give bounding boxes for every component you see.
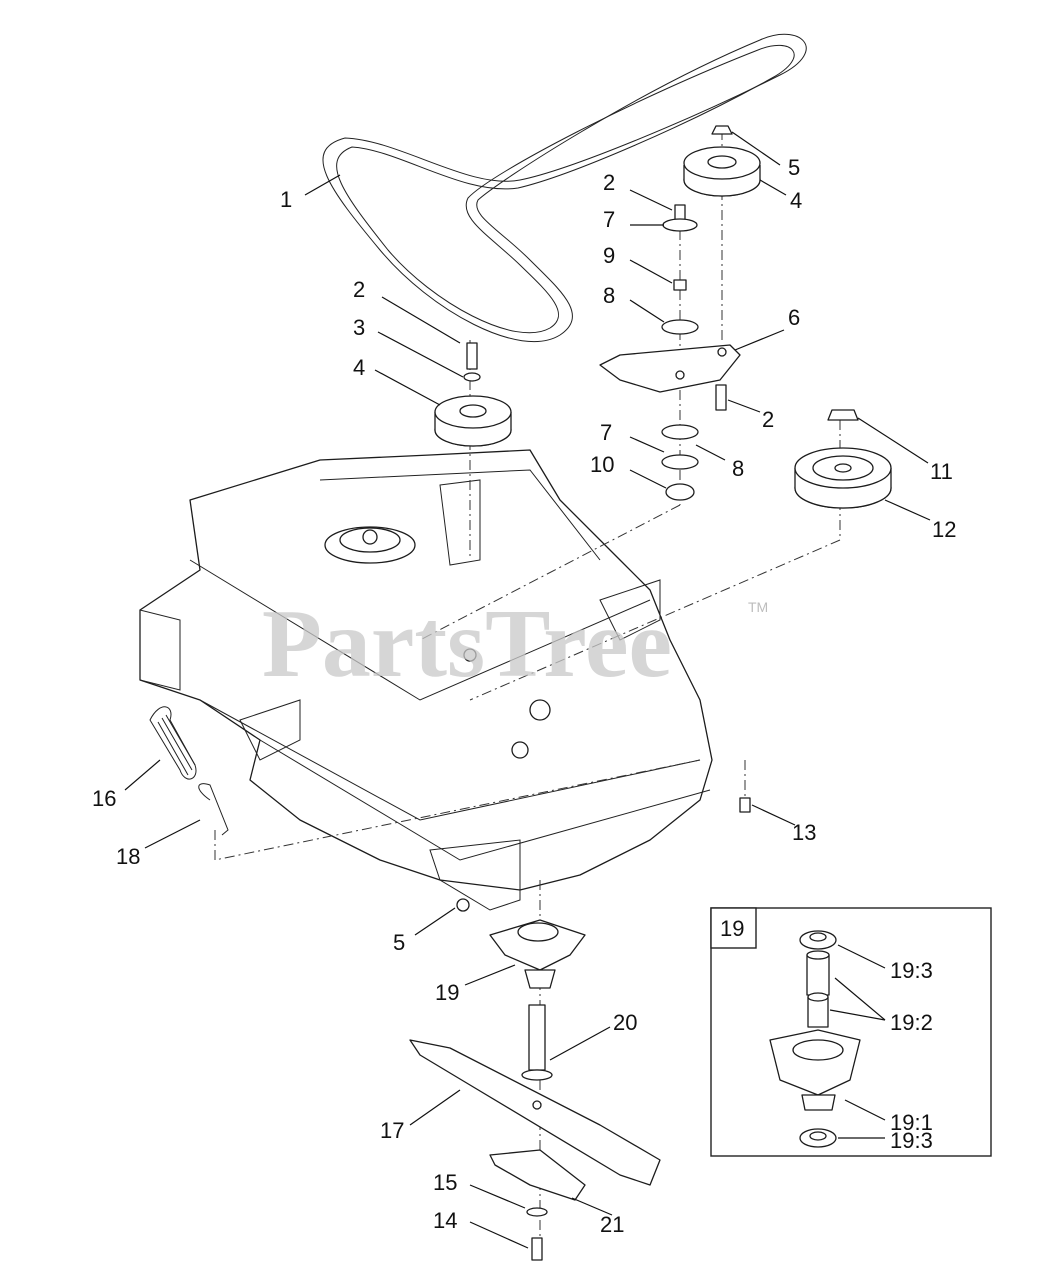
- bolt-washer: [526, 1207, 548, 1261]
- callout-5a: 5: [788, 155, 800, 180]
- callout-15: 15: [433, 1170, 457, 1195]
- callout-10: 10: [590, 452, 614, 477]
- callout-9: 9: [603, 243, 615, 268]
- callout-3: 3: [353, 315, 365, 340]
- watermark-text: PartsTree: [262, 590, 672, 698]
- hairpin-rod: [198, 783, 229, 836]
- callout-20: 20: [613, 1010, 637, 1035]
- callout-11: 11: [930, 459, 953, 484]
- callout-19: 19: [435, 980, 459, 1005]
- callout-2c: 2: [762, 407, 774, 432]
- drive-pulley-right: [794, 409, 892, 509]
- inset-label: 19: [720, 916, 744, 941]
- callout-1: 1: [280, 187, 292, 212]
- leader-lines: [124, 131, 931, 1249]
- callout-17: 17: [380, 1118, 404, 1143]
- callout-14: 14: [433, 1208, 457, 1233]
- watermark: PartsTree TM: [262, 590, 768, 698]
- idler-arm: [599, 344, 741, 393]
- inset-bearing-top: [799, 930, 837, 950]
- idler-pulley-left: [434, 395, 512, 447]
- hardware-stack-left: [463, 342, 481, 382]
- callout-5b: 5: [393, 930, 405, 955]
- inset-bearing-bottom: [799, 1128, 837, 1148]
- spindle-shaft: [521, 1004, 553, 1081]
- inset-callout-19-1: 19:1: [890, 1110, 933, 1135]
- inset-spindle-housing: [769, 1029, 861, 1111]
- blade-plate: [489, 1149, 586, 1201]
- callout-4b: 4: [790, 188, 802, 213]
- drive-belt: [322, 33, 807, 343]
- callout-21: 21: [600, 1212, 624, 1237]
- spring: [149, 706, 197, 780]
- callout-2a: 2: [353, 277, 365, 302]
- callout-7b: 7: [600, 420, 612, 445]
- callout-16: 16: [92, 786, 116, 811]
- mower-blade: [409, 1039, 661, 1186]
- callout-8a: 8: [603, 283, 615, 308]
- watermark-trademark: TM: [748, 599, 768, 615]
- callout-2b: 2: [603, 170, 615, 195]
- callout-4a: 4: [353, 355, 365, 380]
- inset-callout-19-3-bottom: 19:3: [890, 1128, 933, 1153]
- callout-12: 12: [932, 517, 956, 542]
- inset-callout-19-3-top: 19:3: [890, 958, 933, 983]
- spindle-assembly: [456, 898, 586, 989]
- inset-spindle-detail: 19 19:3 19:2 19:1 19:3: [710, 907, 992, 1157]
- callout-18: 18: [116, 844, 140, 869]
- inset-callout-19-2: 19:2: [890, 1010, 933, 1035]
- callout-7a: 7: [603, 207, 615, 232]
- callout-8b: 8: [732, 456, 744, 481]
- deck-bolt: [739, 797, 751, 813]
- mower-deck: [139, 449, 713, 911]
- callout-13: 13: [792, 820, 816, 845]
- idler-pulley-upper: [683, 125, 761, 197]
- hardware-stack-center: [661, 204, 727, 501]
- callout-6: 6: [788, 305, 800, 330]
- inset-spacers: [806, 950, 830, 1028]
- callout-labels: 1 2 3 4 2 7 9 8 5 4 6 2 7 8 10 11 12 13 …: [92, 155, 956, 1237]
